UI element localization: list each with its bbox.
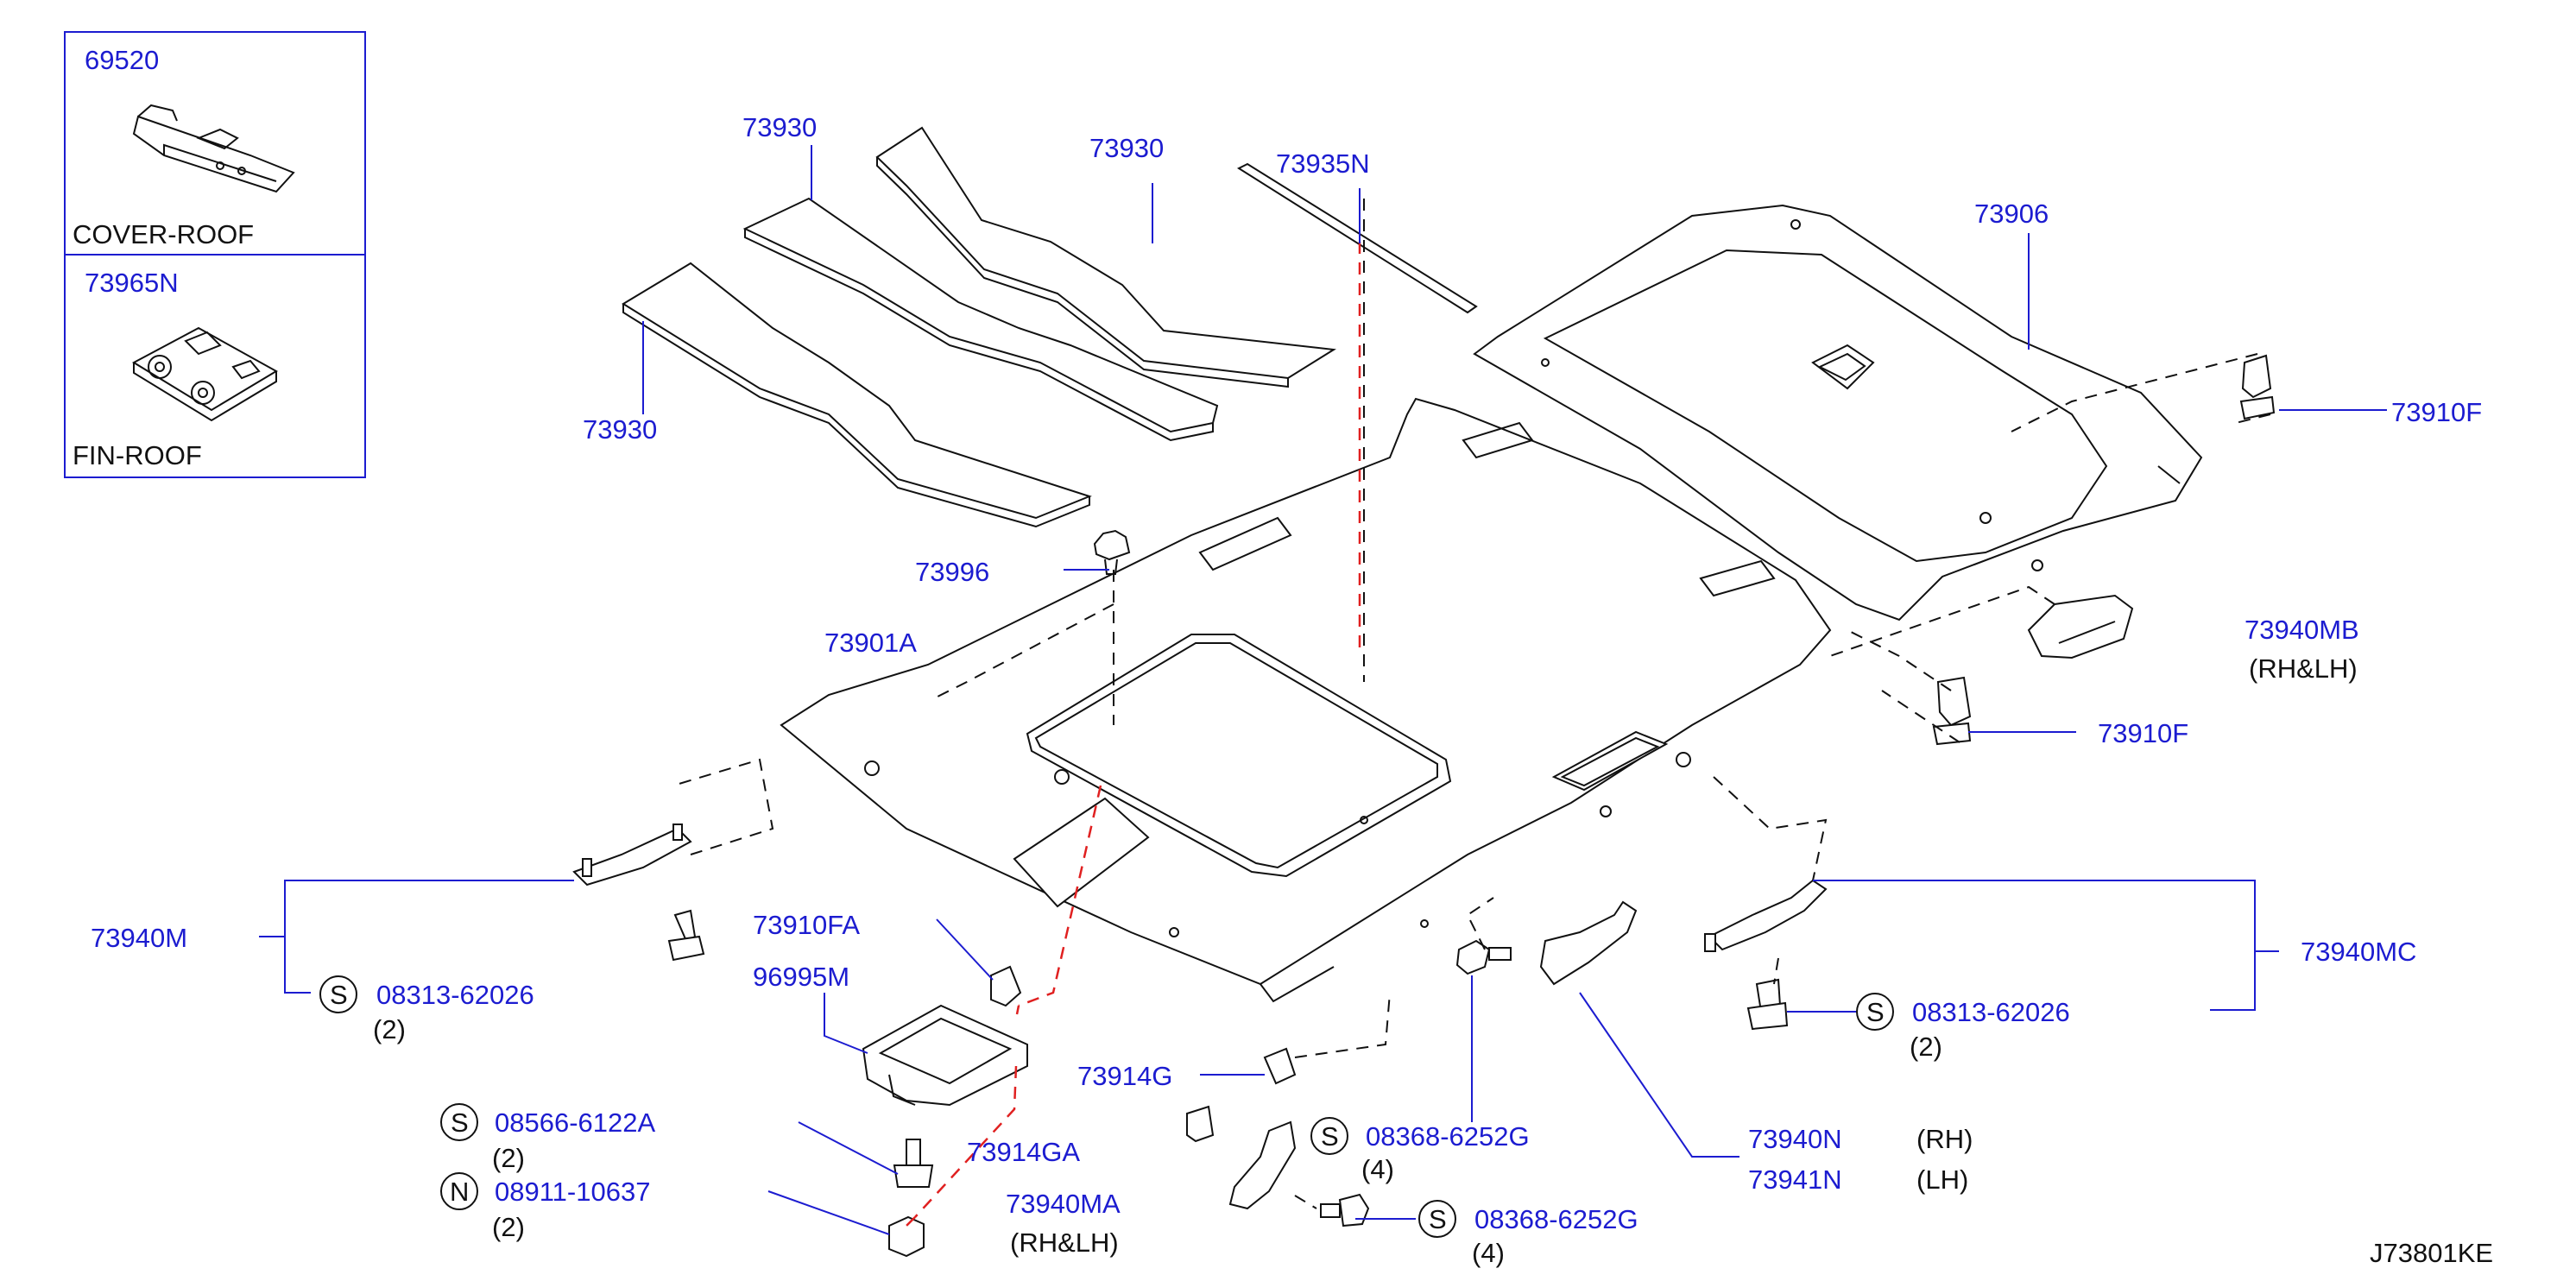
label-73940M[interactable]: 73940M	[91, 923, 187, 953]
label-08368-a[interactable]: 08368-6252G	[1366, 1121, 1530, 1152]
nut-callout-08911[interactable]: N 08911-10637 (2)	[440, 1172, 650, 1242]
screw-callout-08368-a[interactable]: S 08368-6252G (4)	[1310, 1117, 1530, 1184]
screw-symbol-icon	[1856, 993, 1894, 1031]
bracket-96995M[interactable]	[862, 1004, 1028, 1107]
clip-73910F-top[interactable]	[2239, 354, 2276, 420]
nut-symbol: N	[450, 1177, 469, 1207]
insulator-pad-73930-bottom[interactable]	[622, 262, 1092, 528]
label-73940MA-side: (RH&LH)	[1010, 1227, 1119, 1258]
cover-roof-label: COVER-ROOF	[73, 219, 254, 249]
fin-roof-label: FIN-ROOF	[73, 440, 202, 470]
clip-right-08313[interactable]	[1746, 978, 1789, 1031]
fin-roof-part-number[interactable]: 73965N	[85, 268, 179, 298]
headlining-73901A[interactable]	[780, 397, 1832, 1003]
screw-symbol-icon	[440, 1103, 478, 1141]
qty-08313-right: (2)	[1910, 1032, 1942, 1062]
grip-73940MB[interactable]	[2027, 594, 2134, 659]
screw-08368-a[interactable]	[1455, 939, 1512, 975]
roof-panel-73906[interactable]	[1473, 204, 2203, 622]
qty-08368-a: (4)	[1361, 1154, 1394, 1184]
screw-callout-left[interactable]: S 08313-62026 (2)	[319, 975, 534, 1044]
screw-symbol: S	[330, 980, 348, 1010]
label-73910F-middle[interactable]: 73910F	[2098, 718, 2188, 748]
label-73940MC[interactable]: 73940MC	[2301, 937, 2416, 967]
label-08313-right[interactable]: 08313-62026	[1912, 997, 2070, 1027]
label-08911[interactable]: 08911-10637	[495, 1177, 650, 1207]
nut-symbol-icon	[440, 1172, 478, 1210]
label-73930-c[interactable]: 73930	[583, 414, 657, 445]
label-73940N[interactable]: 73940N	[1748, 1124, 1842, 1154]
qty-08911: (2)	[492, 1212, 525, 1242]
screw-callout-right[interactable]: S 08313-62026 (2)	[1856, 993, 2070, 1062]
assembly-lines	[672, 199, 2271, 1209]
roof-strip-73935N[interactable]	[1236, 162, 1478, 314]
diagram-code: J73801KE	[2370, 1238, 2493, 1268]
screw-symbol: S	[1866, 997, 1885, 1027]
cover-roof-drawing	[132, 104, 295, 193]
label-73940MB[interactable]: 73940MB	[2245, 615, 2359, 645]
clip-73910FA[interactable]	[990, 965, 1022, 1007]
grip-73940MC[interactable]	[1704, 879, 1828, 952]
screw-08368-b[interactable]	[1320, 1193, 1370, 1227]
label-73940MB-side: (RH&LH)	[2249, 653, 2358, 684]
clip-73910F-middle[interactable]	[1932, 676, 1972, 746]
label-08313-left[interactable]: 08313-62026	[376, 980, 534, 1010]
label-08368-b[interactable]: 08368-6252G	[1474, 1204, 1638, 1234]
grab-handle-73940N[interactable]	[1539, 900, 1638, 986]
screw-callout-08368-b[interactable]: S 08368-6252G (4)	[1418, 1200, 1638, 1268]
screw-08566[interactable]	[893, 1139, 934, 1188]
inset-box: 69520 COVER-ROOF 73965N FIN-ROOF	[64, 31, 366, 478]
label-73940MA[interactable]: 73940MA	[1006, 1189, 1121, 1219]
qty-08566: (2)	[492, 1143, 525, 1173]
clip-73914G[interactable]	[1263, 1047, 1297, 1085]
callouts: 73930 73930 73930 73935N 73906 73910F 73…	[91, 112, 2493, 1268]
insulator-pad-73930-middle[interactable]	[742, 197, 1219, 442]
label-73940N-side: (RH)	[1916, 1124, 1973, 1154]
label-73914G[interactable]: 73914G	[1077, 1061, 1172, 1091]
clip-73996[interactable]	[1093, 529, 1131, 575]
label-73930-a[interactable]: 73930	[742, 112, 817, 142]
label-96995M[interactable]: 96995M	[753, 962, 849, 992]
grip-73940M[interactable]	[572, 824, 692, 887]
screw-callout-08566[interactable]: S 08566-6122A (2)	[440, 1103, 655, 1173]
nut-08911[interactable]	[888, 1215, 925, 1258]
fin-roof-drawing	[131, 326, 278, 422]
label-73914GA[interactable]: 73914GA	[967, 1137, 1080, 1167]
label-73906[interactable]: 73906	[1974, 199, 2049, 229]
label-73910FA[interactable]: 73910FA	[753, 910, 860, 940]
label-08566[interactable]: 08566-6122A	[495, 1107, 655, 1138]
grip-73940MA[interactable]	[1228, 1120, 1297, 1210]
leader-lines	[259, 145, 2387, 1235]
label-73910F-top[interactable]: 73910F	[2391, 397, 2482, 427]
screw-symbol-icon	[319, 975, 357, 1013]
clip-left-08313[interactable]	[667, 909, 705, 962]
centerlines	[906, 242, 1361, 1227]
insulator-pad-73930-top[interactable]	[875, 126, 1336, 388]
screw-symbol: S	[451, 1107, 469, 1138]
qty-08313-left: (2)	[373, 1014, 406, 1044]
label-73930-b[interactable]: 73930	[1089, 133, 1164, 163]
screw-symbol-icon	[1310, 1117, 1348, 1155]
label-73935N[interactable]: 73935N	[1276, 148, 1370, 179]
screw-symbol: S	[1321, 1121, 1339, 1152]
label-73996[interactable]: 73996	[915, 557, 989, 587]
label-73941N-side: (LH)	[1916, 1164, 1968, 1195]
qty-08368-b: (4)	[1472, 1238, 1505, 1268]
screw-symbol: S	[1429, 1204, 1447, 1234]
label-73901A[interactable]: 73901A	[824, 628, 917, 658]
screw-symbol-icon	[1418, 1200, 1456, 1238]
clip-73914GA[interactable]	[1186, 1105, 1215, 1143]
label-73941N[interactable]: 73941N	[1748, 1164, 1842, 1195]
cover-roof-part-number[interactable]: 69520	[85, 45, 159, 75]
